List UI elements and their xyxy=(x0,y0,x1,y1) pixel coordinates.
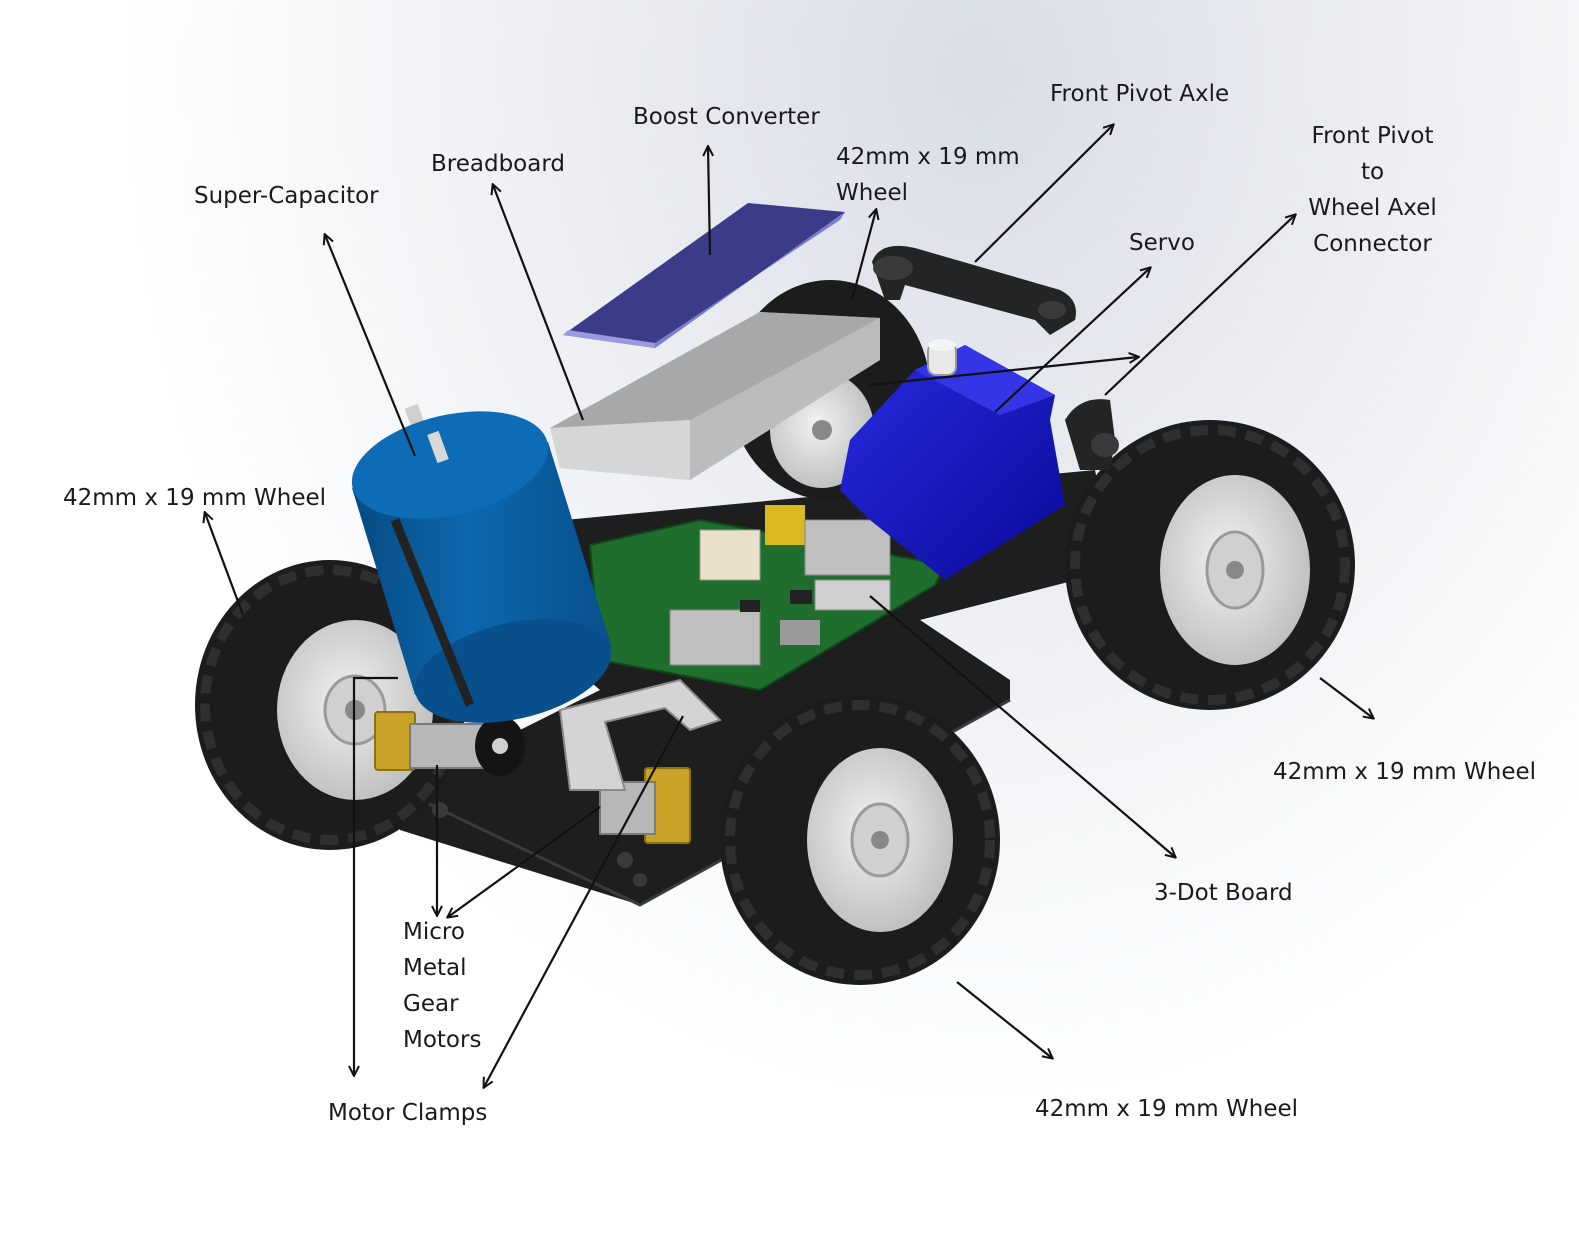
label-gear-motors-line-4: Motors xyxy=(403,1027,482,1053)
front-pivot-connector xyxy=(1065,399,1119,470)
super-capacitor xyxy=(351,403,612,723)
label-wheel-top-line-1: 42mm x 19 mm xyxy=(836,144,1020,170)
label-wheel-top-line-2: Wheel xyxy=(836,180,909,206)
label-wheel-top: 42mm x 19 mm Wheel xyxy=(836,139,1020,211)
three-dot-board xyxy=(588,505,947,692)
arrow-wheel-bottom xyxy=(956,981,1052,1058)
arrow-motor-clamp-left xyxy=(354,676,398,1075)
label-front-pivot-connector-line-1: Front Pivot xyxy=(1311,123,1434,149)
arrow-super-capacitor xyxy=(325,235,417,457)
label-gear-motors-line-3: Gear xyxy=(403,991,459,1017)
label-wheel-bottom: 42mm x 19 mm Wheel xyxy=(1035,1096,1299,1122)
wheel-front-right xyxy=(1065,420,1355,710)
front-pivot-axle xyxy=(872,245,1076,335)
arrow-front-pivot-axle xyxy=(974,125,1113,263)
breadboard xyxy=(550,312,880,480)
label-servo: Servo xyxy=(1129,230,1195,256)
label-front-pivot-connector-line-4: Connector xyxy=(1313,231,1432,257)
arrow-wheel-right xyxy=(1319,677,1373,718)
label-front-pivot-connector: Front Pivot to Wheel Axel Connector xyxy=(1295,118,1450,262)
wheel-rear-right xyxy=(720,695,1000,985)
arrow-gear-motor-2 xyxy=(448,806,601,917)
arrow-breadboard xyxy=(493,185,585,421)
boost-converter xyxy=(563,203,845,348)
label-front-pivot-axle: Front Pivot Axle xyxy=(1050,81,1230,107)
arrow-motor-clamp-right xyxy=(484,715,684,1087)
arrow-wheel-left xyxy=(205,513,245,616)
servo xyxy=(840,339,1065,580)
arrow-servo-horn xyxy=(869,357,1138,387)
arrow-wheel-top xyxy=(850,210,876,301)
label-gear-motors-line-1: Micro xyxy=(403,919,465,945)
arrow-servo xyxy=(994,268,1150,413)
label-front-pivot-connector-line-3: Wheel Axel xyxy=(1308,195,1437,221)
label-super-capacitor: Super-Capacitor xyxy=(194,183,379,209)
micro-metal-gear-motors xyxy=(374,711,691,844)
motor-clamps xyxy=(558,678,722,791)
label-front-pivot-connector-line-2: to xyxy=(1360,159,1385,185)
label-motor-clamps: Motor Clamps xyxy=(328,1100,488,1126)
arrow-front-pivot-connector xyxy=(1104,215,1295,396)
arrow-three-dot-board xyxy=(869,595,1175,857)
label-three-dot-board: 3-Dot Board xyxy=(1154,880,1293,906)
label-wheel-right: 42mm x 19 mm Wheel xyxy=(1273,759,1537,785)
arrow-boost-converter xyxy=(708,147,710,256)
label-gear-motors-line-2: Metal xyxy=(403,955,467,981)
label-wheel-left: 42mm x 19 mm Wheel xyxy=(63,485,327,511)
label-boost-converter: Boost Converter xyxy=(633,104,820,130)
annotation-arrows xyxy=(205,125,1373,1087)
label-breadboard: Breadboard xyxy=(431,151,565,177)
label-micro-metal-gear-motors: Micro Metal Gear Motors xyxy=(403,914,481,1058)
